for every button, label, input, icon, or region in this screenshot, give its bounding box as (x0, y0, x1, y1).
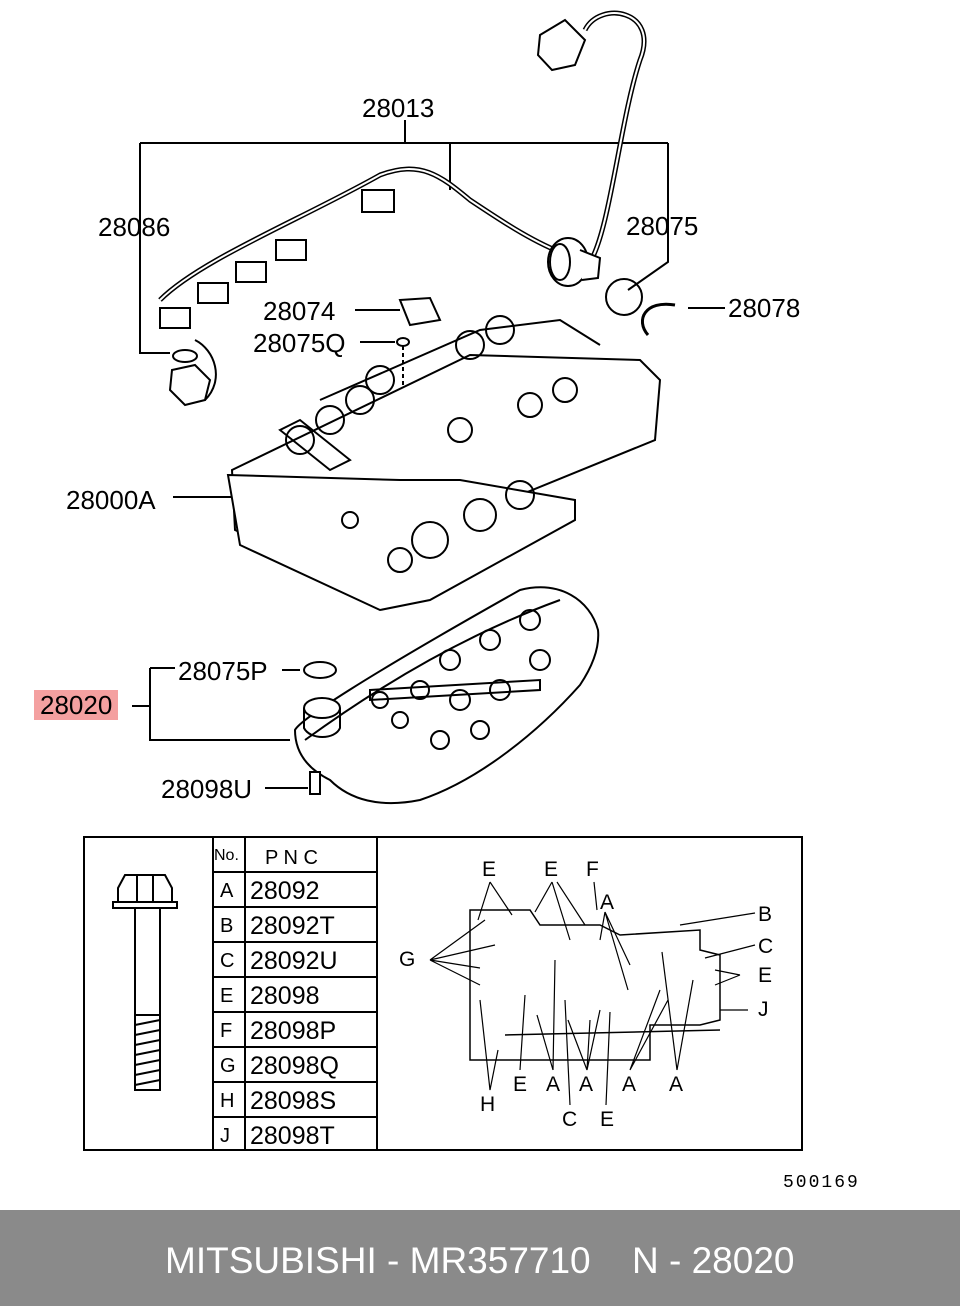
table-row-pnc: 28098 (250, 982, 320, 1010)
label-oring-small: 28075Q (253, 328, 346, 358)
bolt-map-letter: E (600, 1108, 615, 1131)
label-harness: 28013 (362, 93, 435, 123)
table-row-pnc: 28098S (250, 1087, 337, 1115)
bolt-map-letter: A (622, 1073, 637, 1096)
label-bracket: 28074 (263, 296, 336, 326)
bolt-map-letter: E (482, 858, 497, 881)
label-bolt-filter: 28098U (161, 774, 253, 804)
table-row-no: A (220, 880, 234, 902)
diagram-code: 500169 (783, 1173, 860, 1193)
bolt-map-letter: H (480, 1093, 496, 1116)
diagram-drawing (83, 10, 803, 1151)
bolt-map-letter: C (562, 1108, 578, 1131)
label-harness-left: 28086 (98, 212, 171, 242)
bolt-map-letter: A (669, 1073, 684, 1096)
table-row-no: G (220, 1055, 236, 1077)
brand-part-number: MITSUBISHI - MR357710 (165, 1240, 591, 1281)
bolt-map-letter: J (758, 998, 769, 1021)
part-info-footer: MITSUBISHI - MR357710 N - 28020 (0, 1210, 960, 1306)
table-row-no: B (220, 915, 234, 937)
table-row-no: C (220, 950, 235, 972)
table-row-pnc: 28098T (250, 1122, 335, 1150)
table-row-pnc: 28092U (250, 947, 338, 975)
bolt-map-letter: E (544, 858, 559, 881)
table-row-no: H (220, 1090, 235, 1112)
table-header-no: No. (214, 847, 239, 864)
bolt-map-letter: E (513, 1073, 528, 1096)
bolt-map-letter: A (579, 1073, 594, 1096)
bolt-map-letter: E (758, 964, 773, 987)
label-valve-body: 28000A (66, 485, 156, 515)
bolt-map-letter: F (586, 858, 599, 881)
bolt-map-letter: C (758, 935, 774, 958)
table-row-pnc: 28098P (250, 1017, 337, 1045)
bolt-map-letter: A (546, 1073, 561, 1096)
table-row-no: F (220, 1020, 233, 1042)
label-filter-highlighted[interactable]: 28020 (34, 690, 119, 720)
label-oring-right: 28078 (728, 293, 801, 323)
parts-diagram: 28013 28086 28075 28078 28074 28075Q 280… (34, 10, 860, 1193)
bolt-map-letter: A (600, 891, 615, 914)
pnc-number: N - 28020 (632, 1240, 795, 1281)
table-row-pnc: 28092 (250, 877, 320, 905)
bolt-map-letter: G (399, 948, 416, 971)
table-row-pnc: 28092T (250, 912, 335, 940)
table-row-pnc: 28098Q (250, 1052, 339, 1080)
table-row-no: J (220, 1125, 230, 1147)
table-row-no: E (220, 985, 234, 1007)
table-header-pnc: P N C (265, 847, 318, 869)
label-harness-right: 28075 (626, 211, 699, 241)
label-oring-filter: 28075P (178, 656, 268, 686)
bolt-map-letter: B (758, 903, 773, 926)
